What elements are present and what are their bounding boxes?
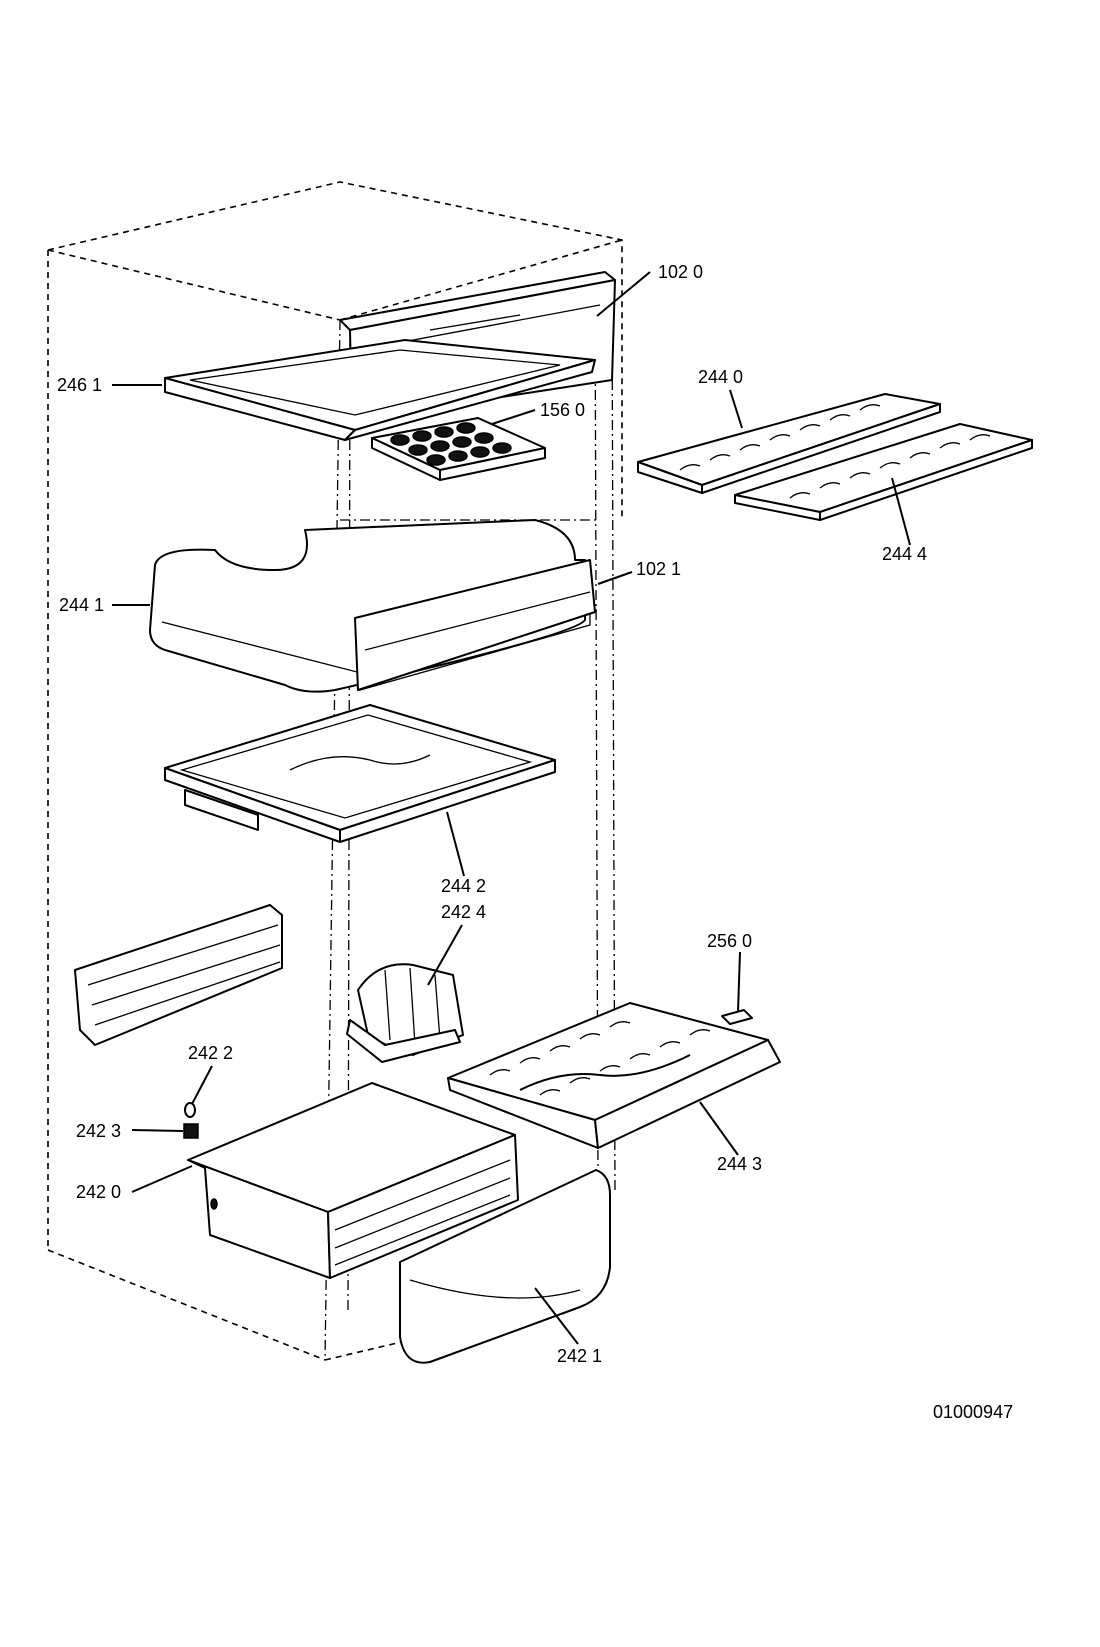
- callout-242-2: 242 2: [188, 1043, 233, 1063]
- callout-244-3: 244 3: [717, 1154, 762, 1174]
- leader-lines: [112, 271, 911, 1345]
- callout-labels: 102 0 246 1 156 0 244 0 244 4 244 1 102 …: [57, 262, 927, 1366]
- callout-242-4: 242 4: [441, 902, 486, 922]
- callout-102-1: 102 1: [636, 559, 681, 579]
- part-door-shelf-lower: [734, 423, 1033, 521]
- reference-code: 01000947: [933, 1402, 1013, 1422]
- part-freezer-tray: [164, 339, 596, 441]
- part-crisper-drawer: [187, 1082, 519, 1279]
- callout-244-1: 244 1: [59, 595, 104, 615]
- callout-242-3: 242 3: [76, 1121, 121, 1141]
- callout-244-4: 244 4: [882, 544, 927, 564]
- part-drawer-front: [399, 1169, 611, 1364]
- callout-244-2: 244 2: [441, 876, 486, 896]
- callout-102-0: 102 0: [658, 262, 703, 282]
- callout-244-0: 244 0: [698, 367, 743, 387]
- part-small-pin: [184, 1102, 196, 1118]
- callout-242-0: 242 0: [76, 1182, 121, 1202]
- part-door-shelf-upper: [637, 393, 941, 494]
- part-crossbar: [354, 559, 596, 691]
- callout-242-1: 242 1: [557, 1346, 602, 1366]
- callout-256-0: 256 0: [707, 931, 752, 951]
- part-crisper-cover: [447, 1002, 781, 1149]
- part-ice-cube-tray: [371, 417, 546, 481]
- part-door-tray-left: [74, 904, 283, 1046]
- callout-156-0: 156 0: [540, 400, 585, 420]
- part-small-block: [183, 1123, 199, 1139]
- part-clip: [721, 1009, 753, 1025]
- part-glass-shelf: [164, 704, 556, 843]
- callout-246-1: 246 1: [57, 375, 102, 395]
- part-bottle-divider: [346, 963, 464, 1063]
